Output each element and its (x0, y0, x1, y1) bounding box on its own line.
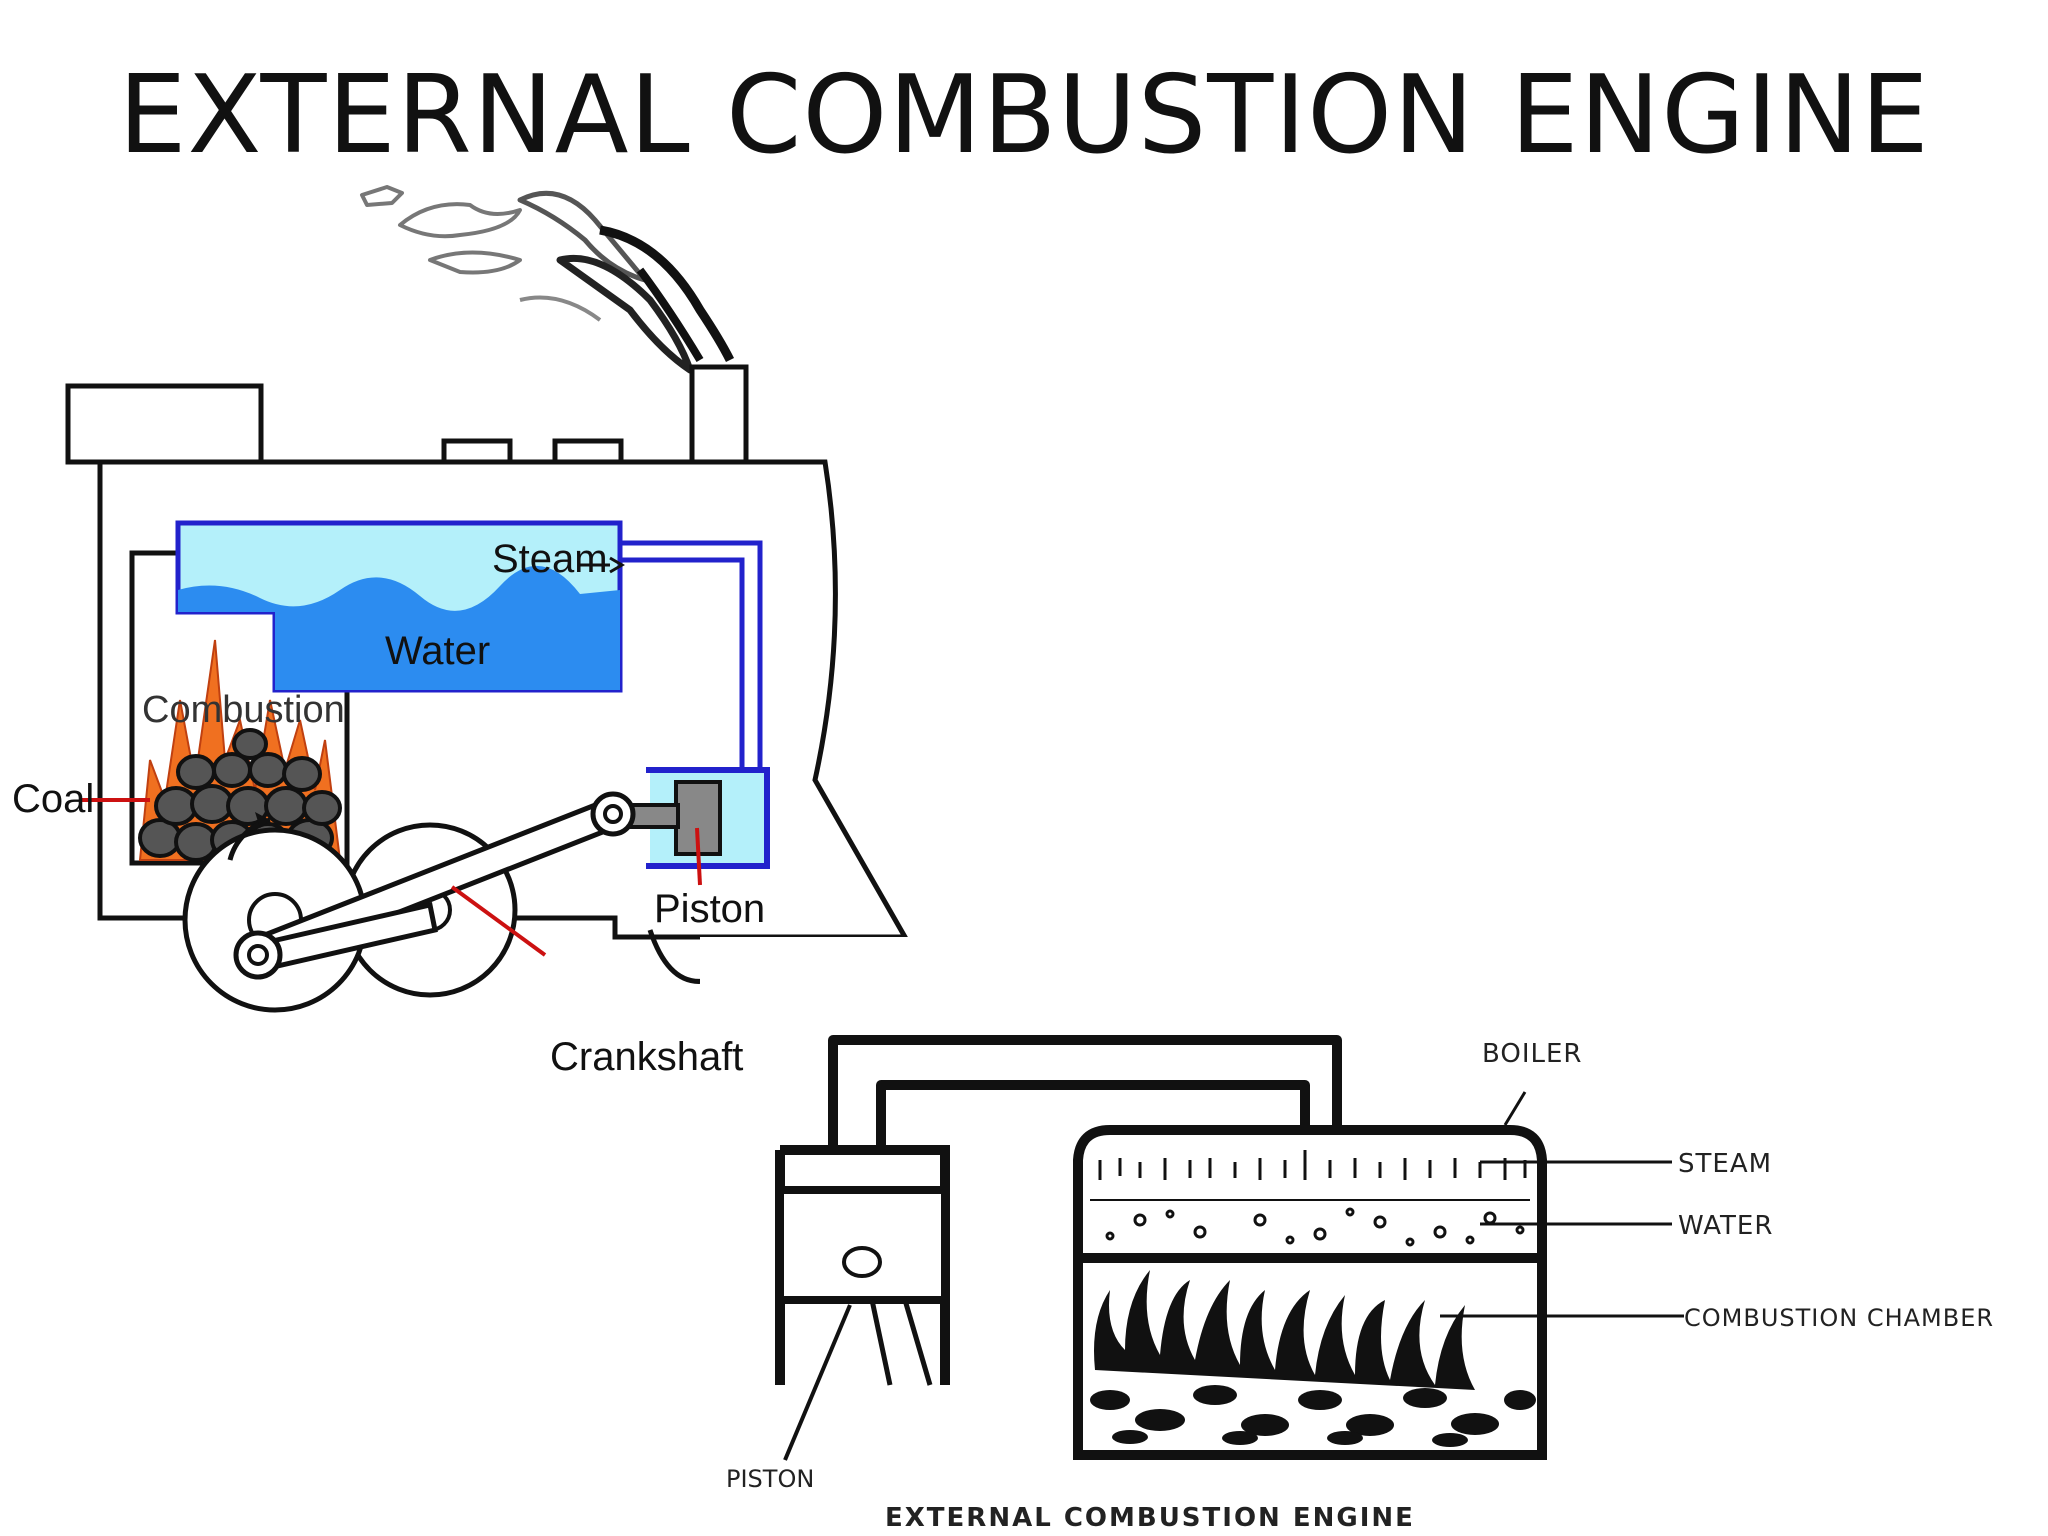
schematic-piston-label: PISTON (726, 1465, 814, 1493)
smoke-puffs (360, 185, 735, 374)
schematic-water-dots (1105, 1207, 1525, 1247)
leader-lines (82, 563, 702, 957)
boiler-water (178, 565, 620, 690)
loco-water-label: Water (385, 629, 490, 673)
chimney (689, 364, 749, 465)
loco-coal-label: Coal (12, 777, 94, 821)
loco-crankshaft-label: Crankshaft (550, 1035, 743, 1079)
loco-steam-label: Steam (492, 537, 608, 581)
schematic-combustion-chamber-label: COMBUSTION CHAMBER (1684, 1304, 1994, 1332)
schematic-steam-marks (1098, 1150, 1527, 1180)
schematic-steam-label: STEAM (1678, 1149, 1772, 1179)
cab-roof (65, 383, 264, 465)
schematic-caption: EXTERNAL COMBUSTION ENGINE (885, 1503, 1415, 1533)
schematic-coals (1090, 1385, 1536, 1447)
steam-pipe (620, 540, 763, 770)
schematic-piston (776, 1186, 949, 1304)
schematic-water-label: WATER (1678, 1211, 1773, 1241)
slide-title: EXTERNAL COMBUSTION ENGINE (118, 53, 1930, 178)
loco-combustion-label: Combustion (142, 689, 345, 731)
loco-piston-label: Piston (654, 887, 765, 931)
schematic-leaders (1440, 1091, 1684, 1318)
schematic-boiler-label: BOILER (1482, 1039, 1583, 1069)
schematic-flames (1094, 1270, 1475, 1390)
